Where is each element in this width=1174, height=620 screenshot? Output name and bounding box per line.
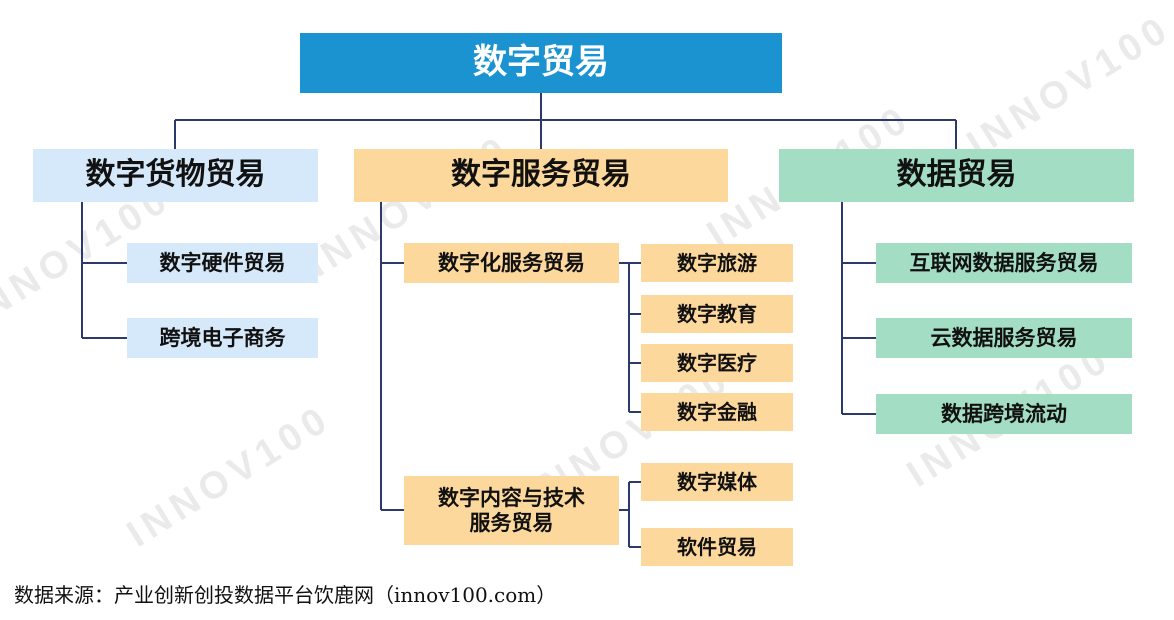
source-note: 数据来源：产业创新创投数据平台饮鹿网（innov100.com） [14, 583, 557, 607]
node-service-trade: 数字服务贸易 [354, 149, 728, 202]
node-digital-education: 数字教育 [641, 295, 793, 333]
node-goods-trade: 数字货物贸易 [33, 149, 318, 202]
node-software-trade: 软件贸易 [641, 528, 793, 566]
node-cross-border-data-flow: 数据跨境流动 [876, 394, 1132, 434]
node-root: 数字贸易 [300, 33, 782, 93]
node-data-trade: 数据贸易 [779, 149, 1134, 202]
node-cross-border-ecommerce: 跨境电子商务 [127, 318, 318, 358]
node-cloud-data-service-trade: 云数据服务贸易 [876, 318, 1132, 358]
node-digital-medical: 数字医疗 [641, 344, 793, 382]
node-digital-hardware-trade: 数字硬件贸易 [127, 243, 318, 283]
node-digitized-service-trade: 数字化服务贸易 [404, 243, 619, 283]
node-digital-finance: 数字金融 [641, 393, 793, 431]
node-digital-tourism: 数字旅游 [641, 244, 793, 282]
node-internet-data-service-trade: 互联网数据服务贸易 [876, 243, 1132, 283]
node-digital-media: 数字媒体 [641, 463, 793, 501]
node-content-tech-service-trade: 数字内容与技术 服务贸易 [404, 476, 619, 545]
